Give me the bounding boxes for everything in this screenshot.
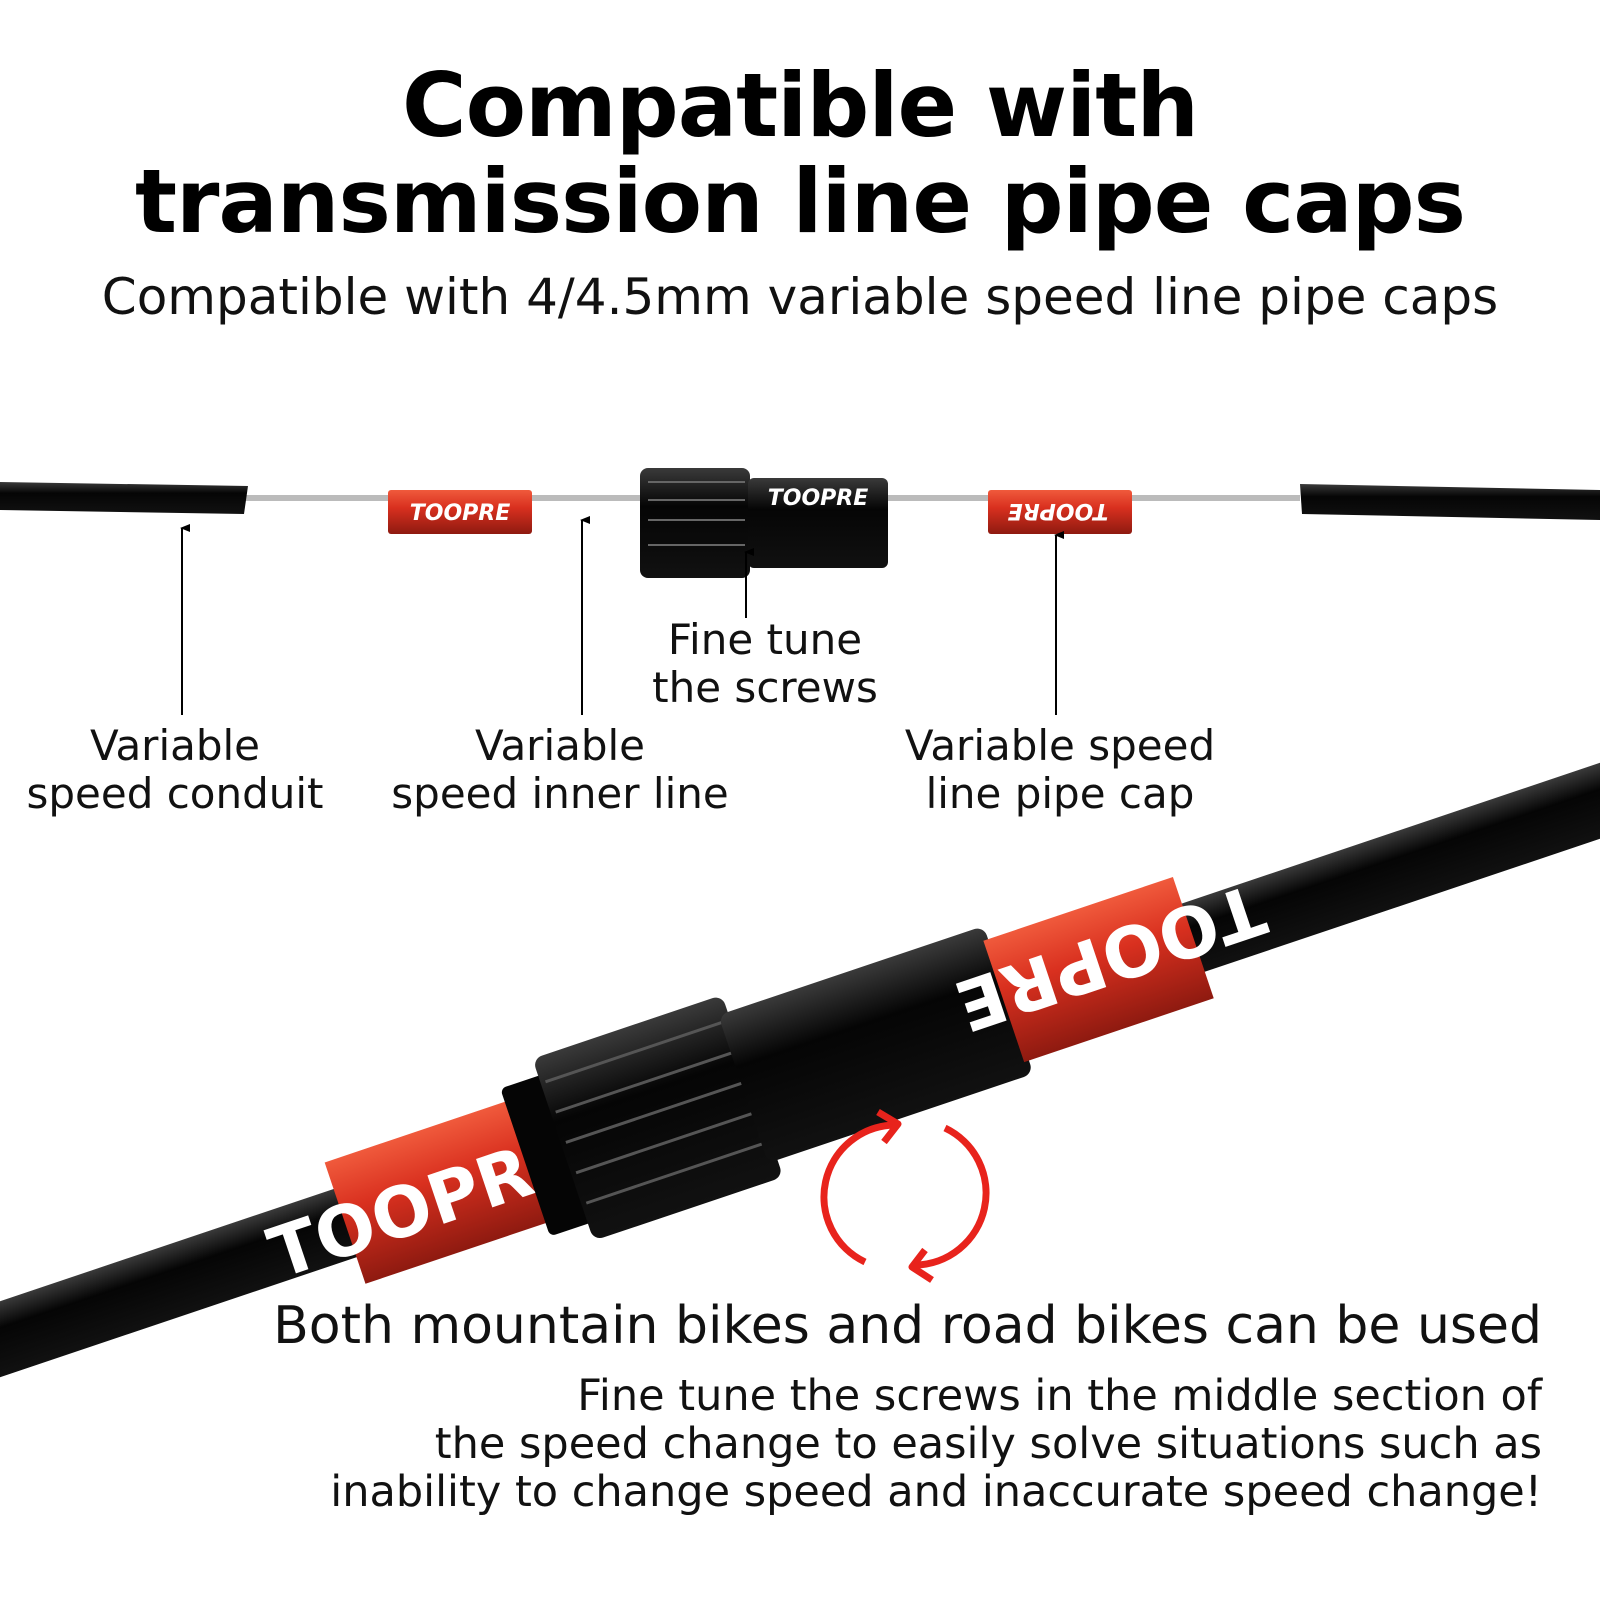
label-line: Variable (89, 721, 261, 770)
pipe-cap-right (983, 876, 1214, 1063)
assembled-view: TOOPRE TOOPRE (0, 748, 1600, 1392)
body-line: the speed change to easily solve situati… (434, 1419, 1542, 1469)
label-fine-tune: Fine tune the screws (600, 616, 930, 712)
body-line: inability to change speed and inaccurate… (330, 1467, 1542, 1517)
rotate-icon (820, 1108, 990, 1283)
brand-logo: TOOPRE (1008, 498, 1109, 523)
adjuster-knurl (640, 468, 750, 578)
footer-body: Fine tune the screws in the middle secti… (330, 1372, 1542, 1516)
exploded-view: TOOPRE TOOPRE TOOPRE (0, 468, 1600, 578)
adjuster-body (748, 478, 888, 568)
body-line: Fine tune the screws in the middle secti… (577, 1371, 1542, 1421)
pipe-cap-right (988, 490, 1132, 534)
label-inner-line: Variable speed inner line (360, 722, 760, 818)
label-line: speed conduit (26, 769, 324, 818)
pipe-cap-left (324, 1098, 556, 1284)
brand-logo: TOOPRE (410, 501, 511, 526)
label-line: Fine tune (667, 615, 863, 664)
label-conduit: Variable speed conduit (0, 722, 350, 818)
label-line: the screws (652, 663, 878, 712)
label-pipe-cap: Variable speed line pipe cap (880, 722, 1240, 818)
footer-headline: Both mountain bikes and road bikes can b… (273, 1296, 1542, 1356)
title-line-2: transmission line pipe caps (134, 150, 1466, 253)
conduit-right (1300, 484, 1600, 520)
brand-logo: TOOPRE (768, 486, 869, 511)
label-line: line pipe cap (925, 769, 1195, 818)
label-line: speed inner line (391, 769, 729, 818)
subtitle: Compatible with 4/4.5mm variable speed l… (101, 268, 1499, 326)
title-line-1: Compatible with (402, 54, 1199, 157)
pipe-cap-left (388, 490, 532, 534)
adjuster-body (720, 928, 1031, 1161)
label-line: Variable speed (904, 721, 1216, 770)
conduit-left (0, 482, 248, 514)
label-line: Variable (474, 721, 646, 770)
